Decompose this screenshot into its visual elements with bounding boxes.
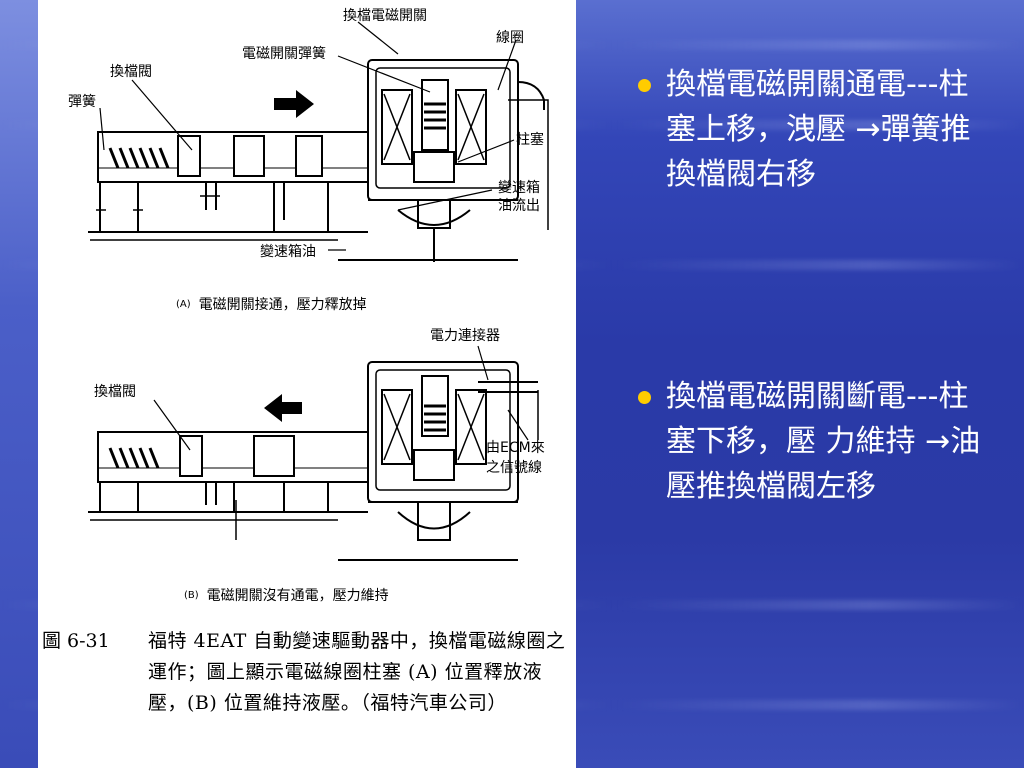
caption-b-tag: (B) <box>184 590 199 601</box>
figure-number: 圖 6-31 <box>42 630 110 652</box>
caption-a: (A) 電磁開關接通，壓力釋放掉 <box>176 294 367 314</box>
label-shift-solenoid: 換檔電磁開關 <box>343 8 427 24</box>
bullet-dot-icon <box>638 391 651 404</box>
label-shift-valve-a: 換檔閥 <box>110 64 152 80</box>
label-trans-fluid: 變速箱油 <box>260 244 316 260</box>
label-connector: 電力連接器 <box>430 328 500 344</box>
label-fluid-out-1: 變速箱 <box>498 180 540 196</box>
label-coil: 線圈 <box>496 30 524 46</box>
label-solenoid-spring: 電磁開關彈簧 <box>242 46 326 62</box>
figure-caption-text: 福特 4EAT 自動變速驅動器中，換檔電磁線圈之運作；圖上顯示電磁線圈柱塞 (A… <box>148 630 566 714</box>
bullet-text: 換檔電磁開關通電---柱塞上移，洩壓 →彈簧推換檔閥右移 <box>666 67 971 192</box>
bullet-item: 換檔電磁開關通電---柱塞上移，洩壓 →彈簧推換檔閥右移 <box>628 62 996 197</box>
label-fluid-out-2: 油流出 <box>498 198 540 214</box>
label-ecm-signal-1: 由ECM來 <box>486 440 545 456</box>
left-decorative-strip <box>0 0 38 768</box>
caption-b: (B) 電磁開關沒有通電，壓力維持 <box>184 585 389 605</box>
bullet-text: 換檔電磁開關斷電---柱塞下移，壓 力維持 →油壓推換檔閥左移 <box>666 379 981 504</box>
caption-a-text: 電磁開關接通，壓力釋放掉 <box>198 297 367 313</box>
caption-b-text: 電磁開關沒有通電，壓力維持 <box>206 588 389 604</box>
caption-a-tag: (A) <box>176 299 191 310</box>
label-spring: 彈簧 <box>68 94 96 110</box>
label-shift-valve-b: 換檔閥 <box>94 384 136 400</box>
bullet-item: 換檔電磁開關斷電---柱塞下移，壓 力維持 →油壓推換檔閥左移 <box>628 374 996 509</box>
label-ecm-signal-2: 之信號線 <box>486 460 542 476</box>
label-plunger: 柱塞 <box>516 132 544 148</box>
solenoid-diagram-drawing <box>88 21 549 561</box>
solenoid-diagram-figure: 換檔電磁開關 線圈 電磁開關彈簧 換檔閥 彈簧 柱塞 變速箱 油流出 變速箱油 … <box>38 0 576 768</box>
bullet-dot-icon <box>638 79 651 92</box>
